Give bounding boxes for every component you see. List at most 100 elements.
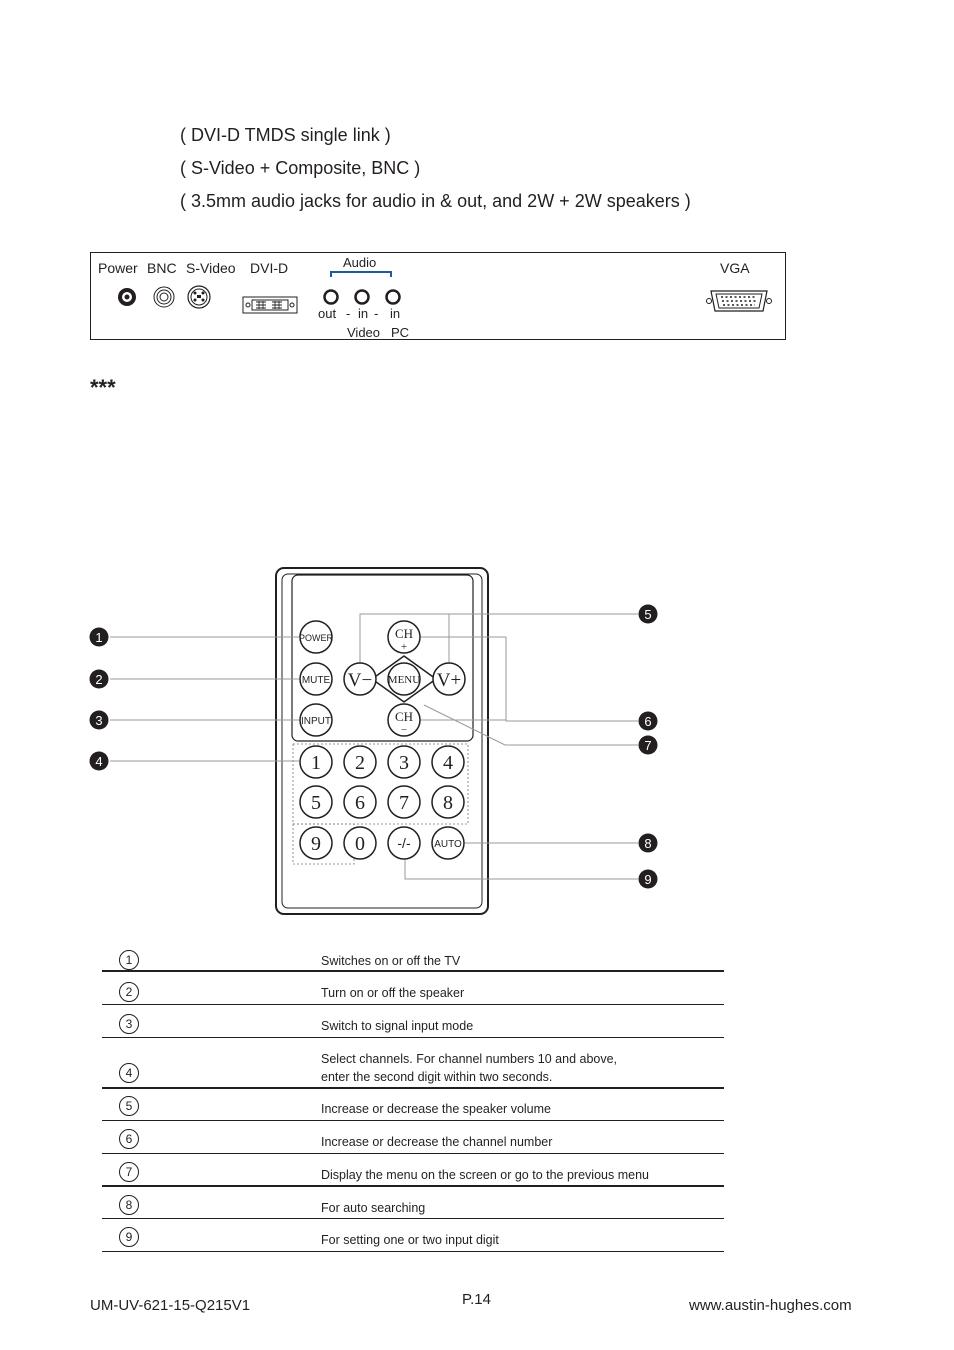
callout-1-marker	[89, 627, 109, 647]
legend-description: Display the menu on the screen or go to …	[321, 1168, 649, 1182]
table-divider	[102, 1185, 724, 1187]
audio-dash-label: -	[346, 306, 351, 321]
callout-4-marker	[89, 751, 109, 771]
callout-8-marker	[638, 833, 658, 853]
callout-3-marker	[89, 710, 109, 730]
digit-mode-button	[387, 826, 421, 860]
table-divider	[102, 1004, 724, 1005]
auto-button	[431, 826, 465, 860]
legend-description: Increase or decrease the speaker volume	[321, 1102, 551, 1116]
legend-description: Switch to signal input mode	[321, 1019, 474, 1033]
bnc-label: BNC	[147, 260, 177, 276]
ch-minus-label: CH	[395, 709, 413, 724]
legend-number: 8	[119, 1195, 139, 1215]
digit-mode-label: -/-	[397, 835, 411, 851]
digit-6-button	[343, 785, 377, 819]
callout-5-number: 5	[644, 607, 651, 622]
dvid-label: DVI-D	[250, 260, 289, 276]
power-button	[299, 620, 333, 654]
svideo-label: S-Video	[186, 260, 236, 276]
remote-control-diagram: POWER MUTE INPUT CH + V− MENU V+ CH − 1 …	[89, 567, 658, 915]
document-code: UM-UV-621-15-Q215V1	[90, 1297, 251, 1314]
legend-number: 2	[119, 982, 139, 1002]
callout-4-number: 4	[95, 754, 102, 769]
remote-top-panel	[291, 574, 474, 742]
dvid-connector-icon	[242, 296, 298, 314]
panel-ports	[118, 271, 772, 314]
digit-2-button	[343, 745, 377, 779]
legend-description-continued: enter the second digit within two second…	[321, 1070, 553, 1084]
vga-label: VGA	[720, 260, 750, 276]
digit-5-button	[299, 785, 333, 819]
menu-button	[387, 662, 421, 696]
ch-plus-label: CH	[395, 626, 413, 641]
video-label: Video	[347, 325, 381, 340]
table-divider	[102, 1251, 724, 1252]
website-link[interactable]: www.austin-hughes.com	[689, 1297, 852, 1314]
callout-6-number: 6	[644, 714, 651, 729]
vol-up-label: V+	[437, 670, 461, 691]
digit-2-label: 2	[355, 752, 365, 774]
ch-minus-sign: −	[401, 724, 407, 736]
legend-number: 5	[119, 1096, 139, 1116]
audio-out-jack-icon	[323, 289, 339, 305]
spec-video: ( S-Video + Composite, BNC )	[180, 158, 421, 178]
audio-in-video-label: in	[358, 306, 369, 321]
digit-8-label: 8	[443, 792, 453, 814]
callout-7-number: 7	[644, 738, 651, 753]
legend-number: 6	[119, 1129, 139, 1149]
table-divider	[102, 1087, 724, 1089]
table-divider	[102, 1120, 724, 1121]
legend-number: 9	[119, 1227, 139, 1247]
power-button-label: POWER	[299, 633, 334, 643]
channel-down-button	[387, 703, 421, 737]
table-divider	[102, 1037, 724, 1038]
pc-label: PC	[391, 325, 410, 340]
digit-7-label: 7	[399, 792, 409, 814]
callout-8-number: 8	[644, 836, 651, 851]
menu-button-label: MENU	[388, 674, 420, 686]
mute-button	[299, 662, 333, 696]
legend-description: Switches on or off the TV	[321, 954, 461, 968]
digit-6-label: 6	[355, 792, 365, 814]
legend-number: 4	[119, 1063, 139, 1083]
bnc-connector-icon	[153, 286, 175, 308]
ch-plus-sign: +	[401, 641, 407, 653]
power-jack-icon	[118, 288, 136, 306]
rear-panel-diagram: Power BNC S-Video DVI-D Audio VGA out - …	[90, 252, 786, 340]
digit-9-label: 9	[311, 833, 321, 855]
spec-audio: ( 3.5mm audio jacks for audio in & out, …	[180, 191, 691, 211]
digit-9-button	[299, 826, 333, 860]
legend-description: For auto searching	[321, 1201, 426, 1215]
callout-1-number: 1	[95, 630, 102, 645]
digit-1-label: 1	[311, 752, 321, 774]
callout-6-marker	[638, 711, 658, 731]
audio-bracket	[330, 271, 392, 277]
input-button	[299, 703, 333, 737]
svideo-connector-icon	[187, 285, 211, 309]
digit-0-label: 0	[355, 833, 365, 855]
legend-description: Turn on or off the speaker	[321, 986, 465, 1000]
callout-lines	[110, 613, 638, 880]
note-asterisks: ***	[90, 375, 116, 400]
vga-connector-icon	[706, 290, 772, 312]
legend-description: For setting one or two input digit	[321, 1233, 499, 1247]
input-button-label: INPUT	[301, 716, 331, 727]
digit-4-label: 4	[443, 752, 453, 774]
table-divider	[102, 970, 724, 972]
audio-in-video-jack-icon	[354, 289, 370, 305]
callout-9-marker	[638, 869, 658, 889]
audio-label: Audio	[343, 255, 377, 270]
callout-7-marker	[638, 735, 658, 755]
vol-down-label: V−	[348, 670, 372, 691]
audio-in-pc-jack-icon	[385, 289, 401, 305]
callout-3-number: 3	[95, 713, 102, 728]
audio-dash-label: -	[374, 306, 379, 321]
legend-number: 3	[119, 1014, 139, 1034]
mute-button-label: MUTE	[302, 675, 331, 686]
auto-button-label: AUTO	[434, 839, 462, 850]
table-divider	[102, 1153, 724, 1154]
page-number: P.14	[462, 1291, 491, 1308]
volume-up-button	[432, 662, 466, 696]
callout-9-number: 9	[644, 872, 651, 887]
